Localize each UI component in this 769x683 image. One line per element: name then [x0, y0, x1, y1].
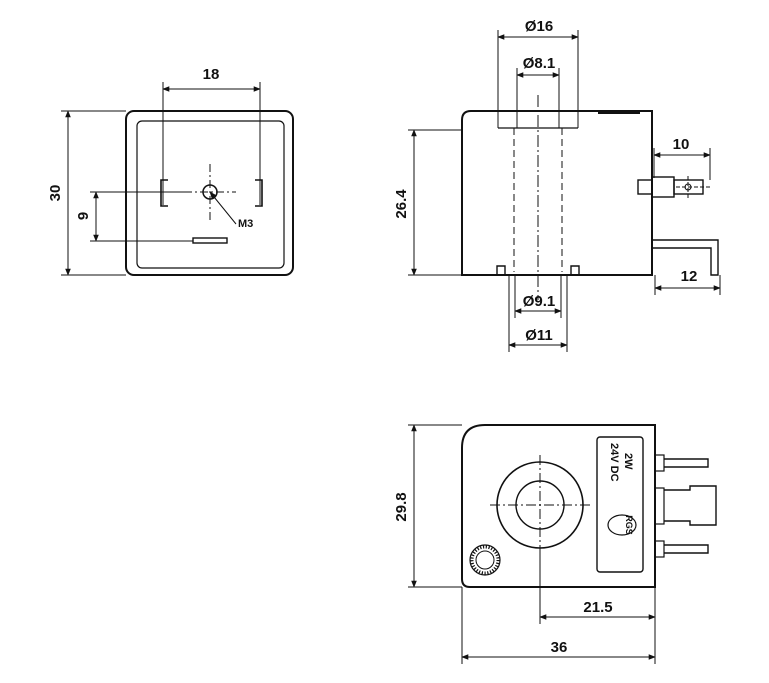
front-face-inner: [136, 120, 285, 269]
date-wheel-inner: [475, 550, 495, 570]
dim-label-o9: Ø9.1: [523, 293, 556, 310]
side-body-outline: [461, 110, 653, 276]
side-view: [408, 30, 721, 352]
label-plate: [596, 436, 644, 573]
pin-base: [637, 179, 653, 195]
date-wheel-ticks: [470, 545, 500, 575]
terminal-bottom-blade: [664, 544, 709, 554]
dim-label-21: 21.5: [583, 599, 612, 616]
dim-label-o8: Ø8.1: [523, 55, 556, 72]
bottom-body-outline: [461, 424, 656, 588]
pin-slot-left: [160, 179, 168, 207]
terminal-top-base: [654, 454, 665, 472]
ground-tab: [651, 239, 719, 276]
terminal-mid-blade: [664, 485, 717, 526]
dim-label-30: 30: [47, 185, 64, 202]
dim-label-o16: Ø16: [525, 18, 553, 35]
bottom-tab-left: [496, 265, 506, 275]
dim-label-9: 9: [75, 212, 92, 220]
front-view: [61, 82, 294, 276]
leader-m3: [209, 191, 237, 225]
dim-label-10: 10: [673, 136, 690, 153]
terminal-bottom-base: [654, 540, 665, 558]
bottom-view: [408, 424, 717, 664]
terminal-mid-base: [654, 487, 665, 525]
voltage-label: 24V DC: [608, 443, 620, 482]
dim-label-12: 12: [681, 268, 698, 285]
bottom-tab-right: [570, 265, 580, 275]
thread-label: M3: [238, 218, 253, 230]
date-wheel-outer: [469, 544, 501, 576]
front-body-outline: [125, 110, 294, 276]
ground-slot: [192, 237, 228, 244]
brand-label: RGS: [624, 515, 634, 535]
brand-oval: [607, 514, 637, 536]
pin-slot-right: [255, 179, 263, 207]
dim-label-36: 36: [551, 639, 568, 656]
pin-housing: [651, 176, 675, 198]
dim-label-o11: Ø11: [525, 327, 553, 344]
dim-label-26: 26.4: [393, 189, 410, 219]
terminal-top-blade: [664, 458, 709, 468]
dim-label-18: 18: [203, 66, 220, 83]
power-label: 2W: [622, 453, 634, 470]
dim-label-29: 29.8: [393, 492, 410, 521]
